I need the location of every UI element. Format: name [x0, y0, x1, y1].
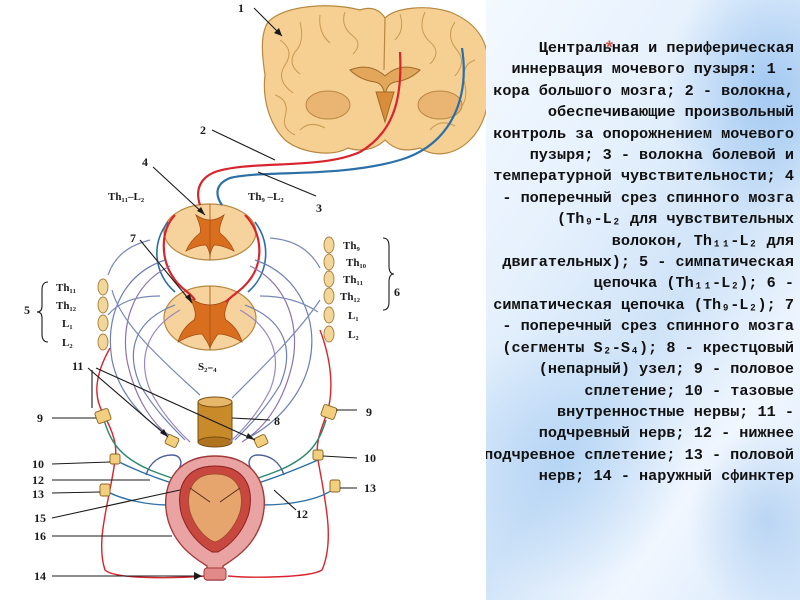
label-9-right: 9: [366, 405, 372, 419]
chain-right-label: L₂: [348, 329, 359, 341]
label-7: 7: [130, 231, 136, 245]
caption-text: Центральная и периферическая иннервация …: [486, 39, 794, 486]
diagram-svg: 1 2 3 4 5 6 7 8 9 9 10 10 11 12 12 13 13…: [24, 1, 490, 583]
label-12-left: 12: [32, 473, 44, 487]
spinal-cord-section-s2-s4: [163, 285, 257, 351]
voluntary-control-fiber: [197, 51, 402, 206]
nerve-bundles: [107, 237, 321, 443]
panel-glow: [686, 420, 800, 600]
caption-bullet: *: [604, 40, 615, 60]
bladder: [164, 455, 266, 581]
right-sympathetic-chain: [323, 236, 335, 343]
label-4: 4: [142, 155, 148, 169]
left-sympathetic-chain: [97, 278, 109, 351]
chain-left-label: Th₁₂: [56, 300, 77, 312]
leader-lines: [36, 7, 395, 577]
pain-temperature-fiber: [216, 47, 465, 206]
chain-left-label: L₂: [62, 337, 73, 349]
label-9-left: 9: [37, 411, 43, 425]
label-3: 3: [316, 201, 322, 215]
spinal-cord-section-th9-l2: [163, 203, 257, 261]
chain-right-label: Th₁₂: [340, 291, 361, 303]
label-10-left: 10: [32, 457, 44, 471]
label-13-left: 13: [32, 487, 44, 501]
label-8: 8: [274, 414, 280, 428]
label-6: 6: [394, 285, 400, 299]
label-2: 2: [200, 123, 206, 137]
panel-glow: [666, 0, 800, 220]
descending-fibers: [156, 47, 465, 303]
external-sphincter: [203, 567, 227, 581]
innervation-diagram: 1 2 3 4 5 6 7 8 9 9 10 10 11 12 12 13 13…: [24, 1, 490, 583]
brain-section: [261, 5, 490, 155]
label-5: 5: [24, 303, 30, 317]
chain-left-label: Th₁₁: [56, 282, 76, 294]
arrow-heads: [160, 28, 282, 580]
label-16: 16: [34, 529, 46, 543]
label-13-right: 13: [364, 481, 376, 495]
label-segment-upper-left: Th₁₁–L₂: [108, 191, 145, 203]
label-14: 14: [34, 569, 46, 583]
label-1: 1: [238, 1, 244, 15]
chain-right-label: Th₁₀: [346, 257, 367, 269]
panel-glow: [486, 330, 686, 590]
label-segment-lower: S₂₋₄: [198, 361, 217, 373]
plexus-ganglia: [94, 404, 341, 497]
label-15: 15: [34, 511, 46, 525]
chain-right-label: Th₁₁: [343, 274, 363, 286]
label-10-right: 10: [364, 451, 376, 465]
sacral-ganglion: [197, 396, 233, 448]
chain-left-label: L₁: [62, 318, 73, 330]
chain-right-label: L₁: [348, 310, 359, 322]
caption-panel: * Центральная и периферическая иннерваци…: [486, 0, 800, 600]
chain-right-label: Th₉: [343, 240, 360, 252]
label-12-right: 12: [296, 507, 308, 521]
label-segment-upper-right: Th₉ –L₂: [248, 191, 284, 203]
diagram-labels: 1 2 3 4 5 6 7 8 9 9 10 10 11 12 12 13 13…: [24, 1, 400, 583]
label-11: 11: [72, 359, 83, 373]
